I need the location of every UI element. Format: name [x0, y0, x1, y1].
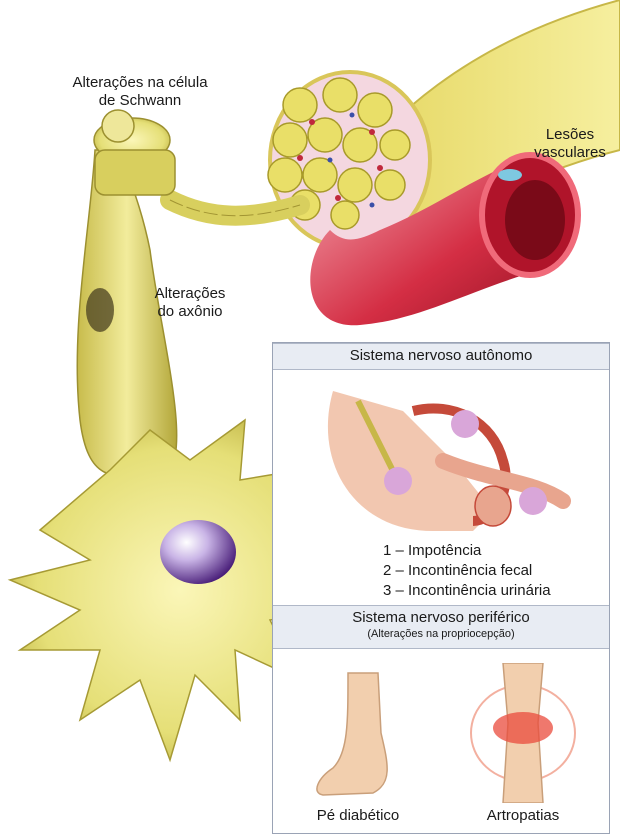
label-schwann: Alterações na célula de Schwann [50, 74, 230, 110]
caption-diabetic-foot: Pé diabético [283, 807, 433, 824]
foot-illustration [293, 663, 423, 803]
pelvis-illustration [273, 371, 609, 541]
marker-3 [519, 487, 547, 515]
marker-2 [384, 467, 412, 495]
autonomic-title: Sistema nervoso autônomo [273, 347, 609, 364]
list-item: 2 – Incontinência fecal [383, 561, 551, 581]
schwann-cell [94, 110, 175, 195]
knee-illustration [458, 663, 588, 803]
axon-lesion [86, 288, 114, 332]
autonomic-list: 1 – Impotência 2 – Incontinência fecal 3… [383, 541, 551, 601]
peripheral-title: Sistema nervoso periférico [273, 609, 609, 626]
list-item: 1 – Impotência [383, 541, 551, 561]
nucleus [160, 520, 236, 584]
caption-arthropathy: Artropatias [448, 807, 598, 824]
info-panel: Sistema nervoso autônomo 1 – Impotência … [272, 342, 610, 834]
label-vascular: Lesões vasculares [520, 126, 620, 162]
list-item: 3 – Incontinência urinária [383, 581, 551, 601]
peripheral-subtitle: (Alterações na propriocepção) [273, 628, 609, 640]
label-axon: Alterações do axônio [130, 285, 250, 321]
marker-1 [451, 410, 479, 438]
